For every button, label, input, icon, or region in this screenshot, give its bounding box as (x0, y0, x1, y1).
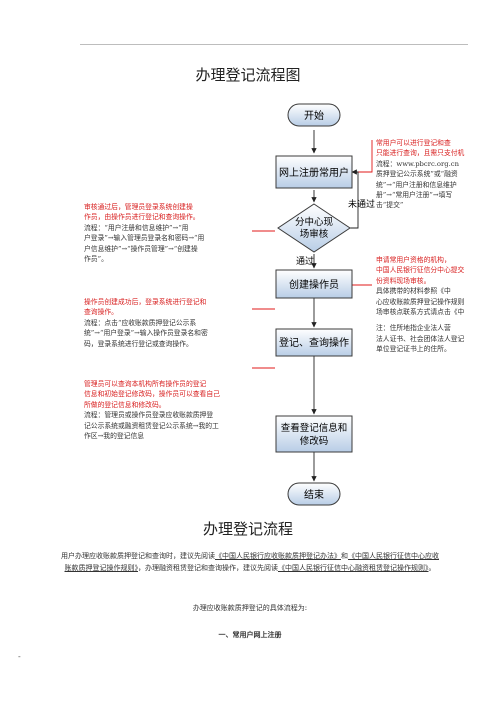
note-line: 作区→我的登记信息 (84, 432, 145, 441)
note-line: 常用户可以进行登记和查 (376, 139, 451, 147)
note-line: 所做的登记信息和修改码。 (84, 400, 166, 409)
heading-register: 一、常用户网上注册 (218, 630, 282, 639)
note-line: 码，登录系统进行登记或查询操作。 (84, 339, 193, 348)
link-leasing-operation-rules[interactable]: 《中国人民银行征信中心融资租赁登记操作规则》 (278, 563, 429, 572)
intro-text: 和 (341, 552, 348, 560)
register-step: 网上注册常用户 (275, 155, 353, 189)
view-info-line1: 查看登记信息和 (281, 422, 348, 434)
page-title: 办理登记流程图 (195, 66, 301, 84)
create-operator-step: 创建操作员 (275, 269, 353, 299)
note-line: 流程：“用户注册和信息维护”→“用 (84, 223, 189, 232)
create-operator-label: 创建操作员 (289, 278, 339, 291)
note-line: 法人证书、社会团体法人登记 (376, 334, 465, 343)
center-review-line2: 场审核 (300, 228, 329, 240)
note-line: 统”→“用户登录”→输入操作员登录名和密 (84, 329, 208, 338)
note-view-registration: 管理员可以查询本机构所有操作员的登记 信息和初始登记修改码，操作员可以查看自己 … (84, 379, 254, 441)
note-line: 质押登记公示系统”或“融资 (376, 170, 458, 179)
center-review-decision: 分中心现 场审核 (277, 203, 351, 253)
note-line: 记公示系统或融资租赁登记公示系统→我的工 (84, 421, 219, 430)
note-line: 户信息维护”→“操作员管理”→“创建操 (84, 244, 198, 253)
note-line: 统”→“用户注册和信息维护 (376, 180, 457, 189)
note-line: 具体携带的材料参照《中 (376, 287, 451, 296)
intro-text: ，办理融资租赁登记和查询操作，建议先阅读 (138, 563, 278, 572)
note-line: 作员，由操作员进行登记和查询操作。 (84, 213, 200, 222)
note-line: 管理员可以查询本机构所有操作员的登记 (84, 380, 207, 388)
note-operator-login: 操作员创建成功后，登录系统进行登记和 查询操作。 流程：点击“应收账款质押登记公… (84, 297, 254, 349)
start-label: 开始 (304, 109, 324, 122)
note-line: 查询操作。 (84, 308, 118, 317)
view-info-line2: 修改码 (300, 435, 329, 447)
note-line: 只能进行查询，且需只支付机 (376, 149, 465, 158)
note-line: 申请常用户资格的机构， (376, 256, 451, 264)
register-query-label: 登记、查询操作 (279, 336, 349, 349)
not-passed-label: 未通过 (348, 198, 375, 210)
note-line: 流程：www.pbcrc.org.cn (376, 159, 459, 168)
steps-intro: 办理应收账款质押登记的具体流程为: (192, 604, 308, 612)
section-title: 办理登记流程 (202, 520, 293, 538)
intro-paragraph: 用户办理应收账款质押登记和查询时，建议先阅读《中国人民银行应收账款质押登记办法》… (60, 551, 440, 574)
link-pledge-operation-rules[interactable]: 《中国人民银行征信中心应收账款质押登记操作规则》 (64, 552, 440, 572)
link-pledge-registration-measures[interactable]: 《中国人民银行应收账款质押登记办法》 (215, 552, 341, 560)
passed-label: 通过 (296, 255, 314, 267)
note-line: 场审核点联系方式请点击《中 (376, 308, 465, 317)
note-line: 审核通过后，管理员登录系统创建操 (84, 203, 193, 211)
note-line: 信息和初始登记修改码，操作员可以查看自己 (84, 390, 220, 399)
note-line: 击“提交” (376, 201, 404, 210)
note-account-types: 常用户可以进行登记和查 只能进行查询，且需只支付机 流程：www.pbcrc.o… (376, 138, 494, 211)
note-line: 册”→“常用户注册”→填写 (376, 191, 453, 200)
note-line: 注：住所地指企业法人营 (376, 324, 451, 333)
note-line: 心应收账款质押登记操作规则 (376, 297, 465, 306)
note-admin-create-operator: 审核通过后，管理员登录系统创建操 作员，由操作员进行登记和查询操作。 流程：“用… (84, 202, 254, 264)
intro-text: 。 (428, 563, 436, 572)
note-line: 份资料现场审核。 (376, 276, 431, 285)
note-line: 中国人民银行征信分中心提交 (376, 266, 465, 275)
footer-mark: - (18, 652, 21, 661)
top-rule (80, 44, 468, 45)
register-label: 网上注册常用户 (279, 166, 349, 179)
note-line: 单位登记证书上的住所。 (376, 345, 451, 354)
center-review-line1: 分中心现 (295, 216, 334, 228)
end-label: 结束 (304, 488, 324, 501)
register-query-step: 登记、查询操作 (275, 328, 353, 357)
intro-text: 用户办理应收账款质押登记和查询时，建议先阅读 (61, 552, 215, 560)
start-terminal: 开始 (287, 103, 341, 127)
note-line: 户登录”→输入管理员登录名和密码→“用 (84, 234, 205, 243)
note-line: 作员”。 (84, 255, 108, 264)
end-terminal: 结束 (287, 482, 341, 506)
note-line: 操作员创建成功后，登录系统进行登记和 (84, 298, 207, 306)
note-line: 流程：点击“应收账款质押登记公示系 (84, 318, 197, 327)
note-onsite-review: 申请常用户资格的机构， 中国人民银行征信分中心提交 份资料现场审核。 具体携带的… (376, 255, 494, 355)
view-info-step: 查看登记信息和 修改码 (275, 415, 353, 453)
note-line: 流程：管理员或操作员登录应收账款质押登 (84, 411, 214, 420)
